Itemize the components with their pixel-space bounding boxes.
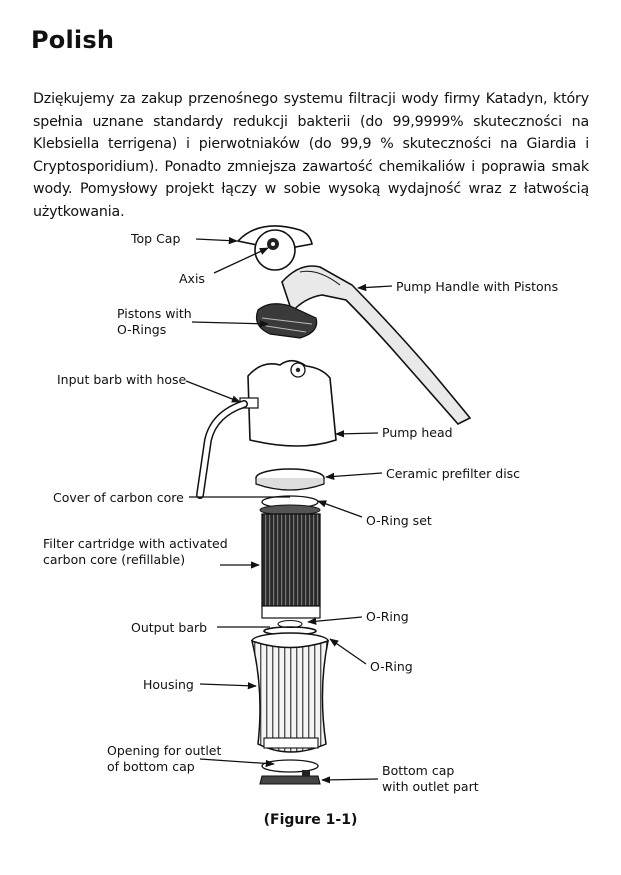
label-pump-handle: Pump Handle with Pistons xyxy=(396,279,559,294)
label-top-cap: Top Cap xyxy=(131,231,181,246)
label-output-barb: Output barb xyxy=(131,620,208,635)
top-cap-part xyxy=(236,225,313,271)
arrow-oring-1 xyxy=(307,616,363,625)
page-title: Polish xyxy=(31,26,115,54)
label-cover-carbon: Cover of carbon core xyxy=(53,490,184,505)
arrow-pump-handle xyxy=(357,283,393,292)
arrow-bottom-cap xyxy=(321,776,379,784)
intro-paragraph: Dziękujemy za zakup przenośnego systemu … xyxy=(33,91,589,220)
label-filter-line1: Filter cartridge with activated xyxy=(43,536,228,551)
label-pistons-line2: O-Rings xyxy=(117,322,167,337)
label-filter-line2: carbon core (refillable) xyxy=(43,552,186,567)
cover-carbon-core-part xyxy=(259,495,321,516)
arrow-axis xyxy=(213,247,269,274)
label-housing: Housing xyxy=(143,677,194,692)
housing-part xyxy=(250,632,329,753)
arrow-opening xyxy=(199,758,275,768)
pump-head-part xyxy=(239,359,337,447)
arrow-housing xyxy=(199,682,257,690)
bottom-cap-part xyxy=(259,759,321,785)
arrow-ceramic xyxy=(325,472,383,481)
arrow-pistons xyxy=(191,320,269,328)
arrow-pump-head xyxy=(335,430,379,438)
label-oring-1: O-Ring xyxy=(366,609,409,624)
label-input-barb: Input barb with hose xyxy=(57,372,187,387)
filter-cartridge-part xyxy=(261,513,321,629)
label-ceramic-prefilter: Ceramic prefilter disc xyxy=(386,466,521,481)
arrow-oring-set xyxy=(317,500,363,518)
label-pump-head: Pump head xyxy=(382,425,453,440)
arrow-oring-2 xyxy=(329,638,367,665)
label-oring-2: O-Ring xyxy=(370,659,413,674)
arrow-input-barb xyxy=(185,380,241,403)
label-pistons-line1: Pistons with xyxy=(117,306,192,321)
label-axis: Axis xyxy=(179,271,205,286)
pump-handle-part xyxy=(255,265,472,425)
figure-caption: (Figure 1-1) xyxy=(263,812,358,828)
ceramic-disc-part xyxy=(255,468,325,491)
label-opening-line2: of bottom cap xyxy=(107,759,195,774)
label-bottom-cap-line2: with outlet part xyxy=(382,779,479,794)
label-oring-set: O-Ring set xyxy=(366,513,432,528)
label-opening-line1: Opening for outlet xyxy=(107,743,222,758)
label-bottom-cap-line1: Bottom cap xyxy=(382,763,455,778)
arrow-top-cap xyxy=(195,236,238,245)
